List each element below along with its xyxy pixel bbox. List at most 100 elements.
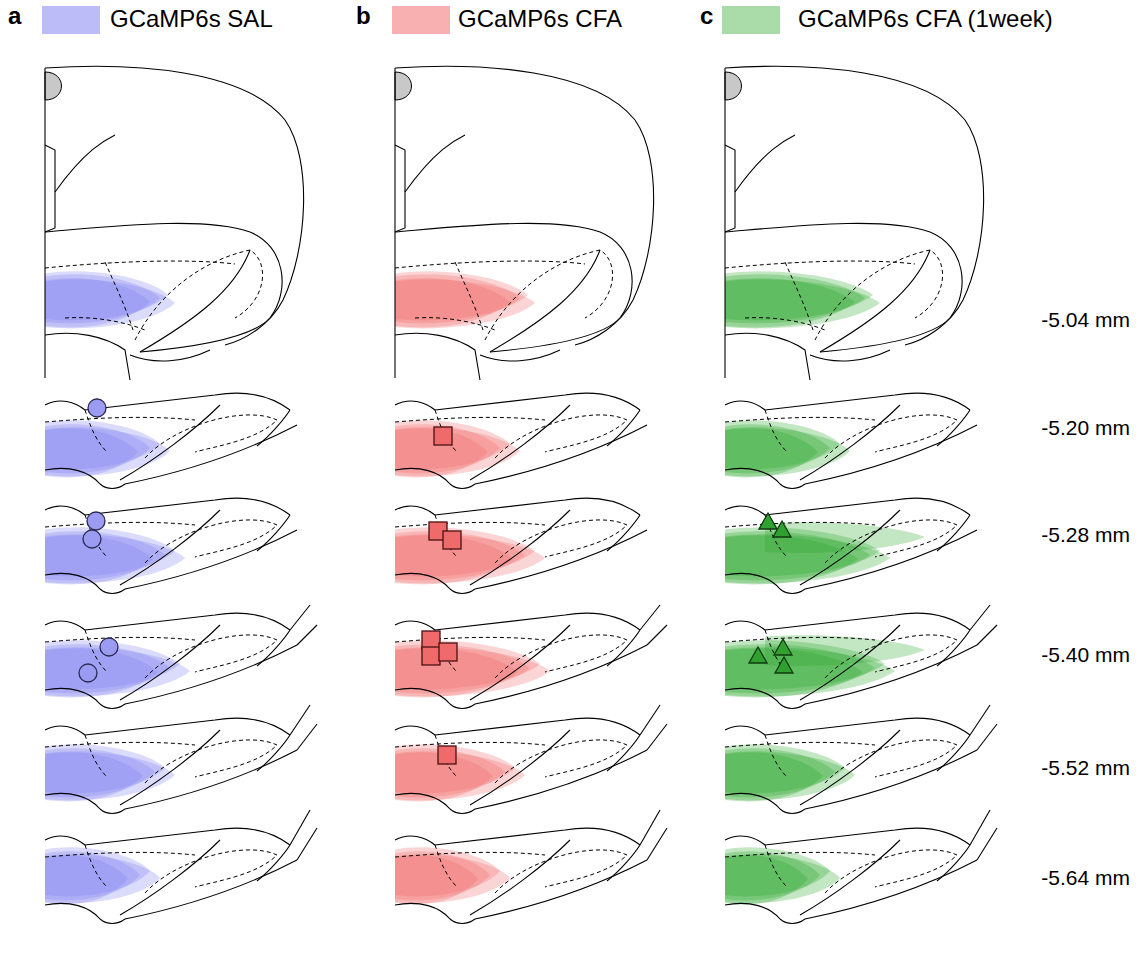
atlas-outline bbox=[765, 718, 970, 735]
atlas-outline bbox=[45, 573, 100, 589]
atlas-boundary bbox=[495, 415, 627, 458]
atlas-outline bbox=[44, 68, 45, 378]
atlas-boundary bbox=[435, 410, 457, 452]
atlas-outline bbox=[394, 68, 395, 378]
atlas-outline bbox=[395, 793, 450, 809]
atlas-outline bbox=[45, 621, 85, 630]
ventricle-shape bbox=[725, 72, 742, 100]
atlas-outline bbox=[725, 66, 984, 345]
atlas-outline bbox=[725, 688, 780, 704]
fiber-circle bbox=[100, 638, 118, 656]
atlas-outline bbox=[970, 810, 990, 845]
atlas-outline bbox=[490, 250, 600, 352]
fiber-square bbox=[422, 647, 440, 665]
atlas-outline bbox=[725, 573, 780, 589]
atlas-boundary bbox=[45, 742, 195, 747]
atlas-outline bbox=[45, 836, 85, 845]
atlas-outline bbox=[977, 828, 997, 860]
atlas-boundary bbox=[765, 845, 787, 887]
fiber-square bbox=[434, 427, 452, 445]
atlas-outline bbox=[290, 705, 310, 735]
atlas-outline bbox=[45, 793, 100, 809]
expression-area bbox=[765, 635, 925, 666]
atlas-outline bbox=[395, 573, 450, 589]
atlas-outline bbox=[450, 704, 475, 709]
legend-text: GCaMP6s CFA bbox=[458, 5, 622, 33]
legend-text: GCaMP6s CFA (1week) bbox=[798, 5, 1053, 33]
atlas-outline bbox=[125, 530, 297, 589]
atlas-outline bbox=[45, 223, 282, 352]
atlas-boundary bbox=[145, 520, 277, 563]
atlas-outline bbox=[725, 401, 765, 410]
atlas-boundary bbox=[825, 635, 957, 678]
atlas-outline bbox=[45, 468, 100, 484]
expression-area bbox=[45, 854, 160, 903]
expression-area bbox=[395, 534, 545, 583]
atlas-outline bbox=[85, 393, 290, 410]
atlas-outline bbox=[780, 484, 805, 489]
atlas-outline bbox=[395, 145, 405, 232]
atlas-boundary bbox=[395, 637, 545, 642]
atlas-boundary bbox=[495, 740, 627, 783]
fiber-triangle bbox=[773, 521, 791, 537]
atlas-outline bbox=[435, 718, 640, 735]
atlas-boundary bbox=[745, 318, 825, 330]
atlas-outline bbox=[480, 350, 560, 361]
atlas-boundary bbox=[45, 852, 195, 857]
atlas-outline bbox=[470, 405, 570, 480]
atlas-outline bbox=[725, 506, 765, 515]
expression-area bbox=[395, 854, 510, 903]
expression-area bbox=[45, 279, 175, 328]
atlas-outline bbox=[725, 468, 780, 484]
atlas-boundary bbox=[415, 318, 495, 330]
atlas-boundary bbox=[135, 250, 263, 340]
atlas-boundary bbox=[45, 522, 195, 527]
atlas-outline bbox=[297, 724, 317, 750]
fiber-square bbox=[443, 531, 461, 549]
atlas-outline bbox=[85, 828, 290, 845]
bregma-level: -5.64 mm bbox=[1041, 866, 1130, 890]
atlas-boundary bbox=[145, 415, 277, 458]
atlas-boundary bbox=[395, 417, 545, 422]
atlas-outline bbox=[977, 625, 997, 645]
atlas-outline bbox=[45, 333, 130, 380]
atlas-outline bbox=[800, 625, 900, 700]
atlas-outline bbox=[45, 66, 304, 345]
atlas-boundary bbox=[145, 850, 277, 893]
expression-area bbox=[725, 279, 880, 328]
atlas-outline bbox=[810, 350, 890, 361]
fiber-triangle bbox=[759, 513, 777, 529]
fiber-circle bbox=[79, 664, 97, 682]
expression-layer bbox=[45, 271, 925, 904]
atlas-outline bbox=[780, 704, 805, 709]
atlas-outline bbox=[725, 903, 780, 919]
atlas-outline bbox=[395, 66, 654, 345]
atlas-outline bbox=[100, 484, 125, 489]
atlas-layer bbox=[45, 66, 997, 923]
atlas-boundary bbox=[825, 850, 957, 893]
atlas-boundary bbox=[765, 410, 787, 452]
atlas-outline bbox=[120, 510, 220, 585]
ventricle-shape bbox=[45, 72, 62, 100]
atlas-outline bbox=[470, 730, 570, 805]
bregma-level: -5.04 mm bbox=[1041, 308, 1130, 332]
atlas-outline bbox=[470, 840, 570, 915]
atlas-outline bbox=[120, 405, 220, 480]
atlas-boundary bbox=[85, 845, 107, 887]
atlas-boundary bbox=[435, 735, 457, 777]
atlas-outline bbox=[725, 793, 780, 809]
atlas-outline bbox=[395, 506, 435, 515]
atlas-outline bbox=[735, 135, 795, 192]
legend-text: GCaMP6s SAL bbox=[110, 5, 273, 33]
atlas-boundary bbox=[495, 635, 627, 678]
atlas-outline bbox=[805, 530, 977, 589]
atlas-outline bbox=[450, 484, 475, 489]
atlas-boundary bbox=[725, 852, 875, 857]
atlas-outline bbox=[725, 621, 765, 630]
expression-area bbox=[725, 854, 840, 903]
bregma-level: -5.52 mm bbox=[1041, 756, 1130, 780]
atlas-outline bbox=[780, 589, 805, 594]
atlas-outline bbox=[395, 401, 435, 410]
atlas-outline bbox=[45, 145, 55, 232]
